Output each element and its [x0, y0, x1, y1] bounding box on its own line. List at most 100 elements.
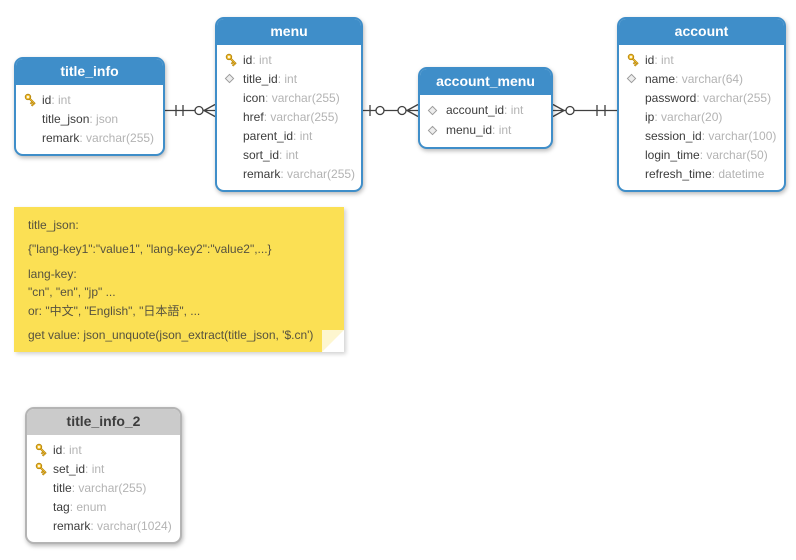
field-name: menu_id — [446, 123, 493, 137]
table-title_info_2[interactable]: title_info_2 id int set_id int title var… — [25, 407, 182, 544]
field-type: int — [252, 53, 272, 67]
primary-key-icon — [23, 92, 42, 107]
foreign-key-diamond-icon — [224, 73, 243, 84]
field-type: varchar(100) — [702, 129, 776, 143]
field-row: id int — [34, 440, 174, 459]
field-row: remark varchar(1024) — [34, 516, 174, 535]
field-row: id int — [224, 50, 355, 69]
field-type: int — [654, 53, 674, 67]
field-type: enum — [70, 500, 106, 514]
field-row: remark varchar(255) — [23, 128, 157, 147]
field-row: session_id varchar(100) — [626, 126, 778, 145]
table-title_info[interactable]: title_info id int title_json json remark… — [14, 57, 165, 156]
foreign-key-diamond-icon — [427, 105, 446, 116]
primary-key-icon — [34, 442, 53, 457]
field-row: remark varchar(255) — [224, 164, 355, 183]
relationship-account_menu-account[interactable] — [552, 103, 617, 118]
foreign-key-diamond-icon — [626, 73, 645, 84]
table-title: account — [619, 19, 784, 45]
field-type: int — [278, 72, 297, 86]
field-row: href varchar(255) — [224, 107, 355, 126]
field-name: set_id — [53, 461, 86, 476]
field-type: varchar(64) — [675, 72, 743, 86]
table-title: menu — [217, 19, 361, 45]
field-name: title — [53, 480, 72, 495]
table-account_menu[interactable]: account_menu account_id int menu_id int — [418, 67, 553, 149]
field-type: varchar(1024) — [90, 519, 172, 533]
field-type: varchar(255) — [280, 167, 355, 181]
field-row: title_id int — [224, 69, 355, 88]
field-row: login_time varchar(50) — [626, 145, 778, 164]
primary-key-icon — [224, 52, 243, 67]
field-name: title_id — [243, 71, 278, 86]
field-name: tag — [53, 499, 70, 514]
field-name: ip — [645, 109, 655, 124]
field-row: tag enum — [34, 497, 174, 516]
field-type: int — [85, 462, 105, 476]
field-type: int — [279, 148, 299, 162]
primary-key-icon — [626, 52, 645, 67]
field-row: password varchar(255) — [626, 88, 778, 107]
note-line: {"lang-key1":"value1", "lang-key2":"valu… — [28, 242, 272, 256]
field-list: id int title_json json remark varchar(25… — [16, 85, 163, 154]
field-type: int — [62, 443, 82, 457]
field-name: id — [42, 92, 52, 107]
field-type: varchar(255) — [79, 131, 154, 145]
table-account[interactable]: account id int name varchar(64) password… — [617, 17, 786, 192]
field-type: json — [89, 112, 118, 126]
note-line: title_json: — [28, 218, 79, 232]
table-title: title_info — [16, 59, 163, 85]
note-line: lang-key: — [28, 267, 77, 281]
primary-key-icon — [34, 461, 53, 476]
field-name: parent_id — [243, 128, 294, 143]
field-name: id — [243, 52, 253, 67]
field-row: account_id int — [427, 100, 545, 120]
field-name: href — [243, 109, 264, 124]
field-name: name — [645, 71, 676, 86]
field-name: sort_id — [243, 147, 280, 162]
field-row: ip varchar(20) — [626, 107, 778, 126]
table-title: account_menu — [420, 69, 551, 95]
field-row: refresh_time datetime — [626, 164, 778, 183]
field-name: refresh_time — [645, 166, 712, 181]
field-name: remark — [42, 130, 80, 145]
field-type: varchar(255) — [72, 481, 146, 495]
field-name: remark — [53, 518, 91, 533]
field-name: account_id — [446, 103, 505, 117]
field-name: session_id — [645, 128, 702, 143]
field-list: account_id int menu_id int — [420, 95, 551, 147]
field-row: sort_id int — [224, 145, 355, 164]
field-type: int — [492, 123, 512, 137]
sticky-note[interactable]: title_json: {"lang-key1":"value1", "lang… — [14, 207, 344, 352]
field-type: varchar(50) — [700, 148, 767, 162]
table-menu[interactable]: menu id int title_id int icon varchar(25… — [215, 17, 363, 192]
field-list: id int title_id int icon varchar(255) hr… — [217, 45, 361, 190]
field-row: menu_id int — [427, 120, 545, 140]
note-line: get value: json_unquote(json_extract(tit… — [28, 328, 314, 342]
field-name: id — [53, 442, 63, 457]
field-type: varchar(20) — [654, 110, 722, 124]
field-name: icon — [243, 90, 266, 105]
field-type: datetime — [712, 167, 764, 181]
relationship-title_info-menu[interactable] — [165, 103, 216, 118]
field-list: id int set_id int title varchar(255) tag… — [27, 435, 180, 542]
table-title: title_info_2 — [27, 409, 180, 435]
field-name: login_time — [645, 147, 700, 162]
foreign-key-diamond-icon — [427, 125, 446, 136]
field-row: icon varchar(255) — [224, 88, 355, 107]
field-row: title_json json — [23, 109, 157, 128]
field-type: varchar(255) — [265, 91, 340, 105]
field-row: id int — [23, 90, 157, 109]
field-name: remark — [243, 166, 281, 181]
field-type: varchar(255) — [264, 110, 338, 124]
field-row: set_id int — [34, 459, 174, 478]
field-name: password — [645, 90, 697, 105]
field-type: int — [51, 93, 71, 107]
field-row: title varchar(255) — [34, 478, 174, 497]
note-line: or: "中文", "English", "日本語", ... — [28, 304, 201, 318]
relationship-menu-account_menu[interactable] — [363, 103, 419, 118]
field-list: id int name varchar(64) password varchar… — [619, 45, 784, 190]
field-type: int — [504, 103, 524, 117]
